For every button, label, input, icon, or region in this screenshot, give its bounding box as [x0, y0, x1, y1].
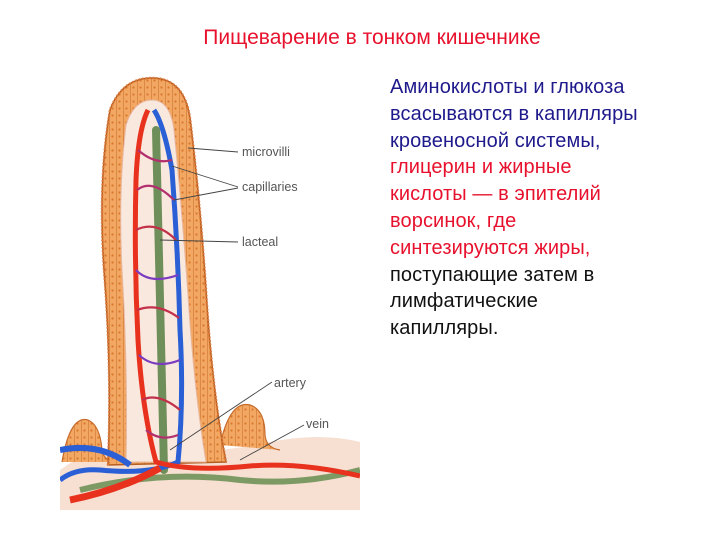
vein-vessel	[60, 108, 185, 483]
text-line: синтезируются жиры,	[390, 236, 591, 259]
villus-diagram: microvilli capillaries lacteal artery ve…	[60, 76, 360, 510]
text-line: ворсинок, где	[390, 209, 517, 232]
description-text: Аминокислоты и глюкоза всасываются в кап…	[390, 74, 716, 342]
text-line: кровеносной системы,	[390, 129, 601, 152]
text-line: всасываются в капилляры	[390, 102, 638, 125]
lacteal-vessel	[152, 126, 168, 474]
text-line: поступающие затем в	[390, 263, 595, 286]
text-line: глицерин и жирные	[390, 156, 572, 179]
capillaries-pointer-1	[171, 165, 239, 188]
crypt-right	[219, 403, 281, 451]
vein-pointer	[239, 424, 305, 461]
artery-pointer	[169, 381, 273, 451]
text-line: Аминокислоты и глюкоза	[390, 76, 625, 98]
label-capillaries: capillaries	[242, 180, 298, 194]
label-microvilli: microvilli	[242, 145, 290, 159]
vein-branch	[60, 444, 132, 468]
label-vein: vein	[306, 417, 329, 431]
label-artery: artery	[274, 376, 307, 390]
lacteal-pointer	[159, 239, 239, 243]
capillary-network	[135, 149, 181, 439]
label-lacteal: lacteal	[242, 235, 278, 249]
text-line: капилляры.	[390, 317, 499, 340]
microvilli-pointer	[187, 147, 239, 153]
artery-branch	[69, 464, 162, 504]
crypt-left	[61, 418, 119, 463]
text-line: кислоты — в эпителий	[390, 183, 601, 206]
page-title: Пищеварение в тонком кишечнике	[203, 26, 541, 49]
text-line: лимфатические	[390, 290, 538, 313]
capillaries-pointer-2	[173, 187, 239, 201]
